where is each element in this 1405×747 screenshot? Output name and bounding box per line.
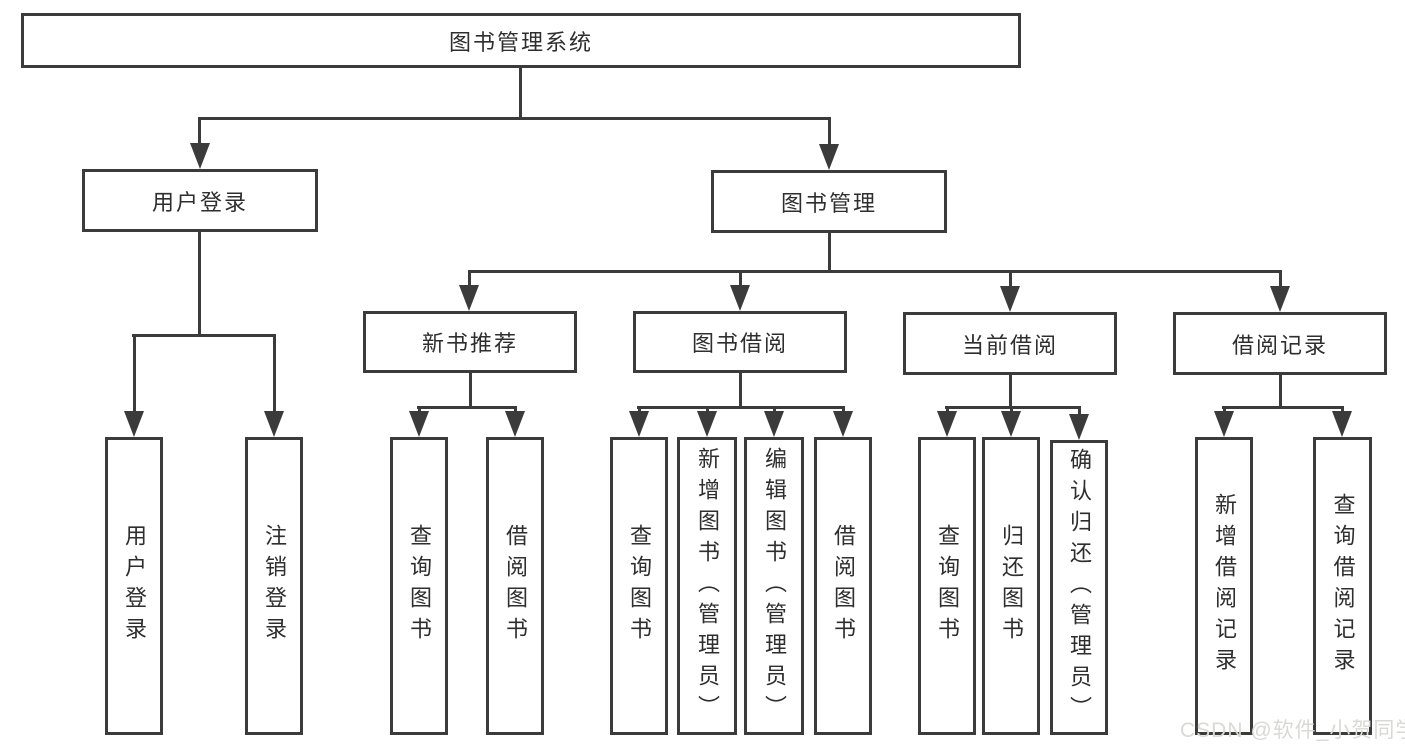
leaf-borrow-books-recommend: 借阅图书 — [486, 437, 544, 735]
arrow-down-icon — [1332, 411, 1352, 437]
leaf-logout: 注销登录 — [245, 437, 303, 735]
node-label: 用户登录 — [151, 189, 248, 215]
leaf-label: 借阅图书 — [831, 524, 856, 648]
leaf-add-books-admin: 新增图书（管理员） — [677, 437, 737, 735]
connector-line — [706, 406, 709, 414]
leaf-edit-books-admin: 编辑图书（管理员） — [744, 437, 804, 735]
connector-line — [198, 117, 831, 120]
connector-line — [739, 270, 742, 288]
connector-line — [1010, 406, 1013, 414]
leaf-label: 查询图书 — [935, 524, 960, 648]
node-label: 新书推荐 — [421, 331, 518, 356]
connector-line — [1009, 375, 1012, 409]
connector-line — [468, 270, 1282, 273]
arrow-down-icon — [459, 285, 479, 311]
connector-line — [1222, 406, 1344, 409]
connector-line — [946, 406, 949, 414]
connector-line — [842, 406, 845, 414]
leaf-query-books-recommend: 查询图书 — [390, 437, 448, 735]
leaf-borrow-books: 借阅图书 — [814, 437, 872, 735]
arrow-down-icon — [264, 411, 284, 437]
leaf-label: 确认归还（管理员） — [1067, 448, 1092, 727]
arrow-down-icon — [730, 285, 750, 311]
leaf-confirm-return-admin: 确认归还（管理员） — [1050, 440, 1108, 735]
connector-line — [468, 270, 471, 288]
connector-line — [773, 406, 776, 414]
arrow-down-icon — [1069, 414, 1089, 440]
connector-line — [514, 406, 517, 414]
leaf-user-login: 用户登录 — [105, 437, 163, 735]
arrow-down-icon — [1214, 411, 1234, 437]
connector-line — [417, 406, 517, 409]
arrow-down-icon — [629, 411, 649, 437]
node-current-borrowing: 当前借阅 — [903, 312, 1117, 375]
leaf-label: 查询图书 — [627, 524, 652, 648]
connector-line — [828, 233, 831, 273]
leaf-return-books: 归还图书 — [982, 437, 1040, 735]
arrow-down-icon — [1001, 411, 1021, 437]
connector-line — [469, 373, 472, 409]
node-new-book-recommend: 新书推荐 — [363, 311, 577, 373]
arrow-down-icon — [819, 144, 839, 170]
node-label: 借阅记录 — [1231, 332, 1328, 358]
arrow-down-icon — [1000, 286, 1020, 312]
leaf-label: 查询图书 — [407, 524, 432, 648]
node-book-borrowing: 图书借阅 — [633, 311, 847, 373]
connector-line — [637, 406, 845, 409]
node-label: 图书管理系统 — [448, 29, 593, 55]
leaf-query-books-borrow: 查询图书 — [610, 437, 668, 735]
arrow-down-icon — [937, 411, 957, 437]
connector-line — [273, 334, 276, 414]
node-borrowing-records: 借阅记录 — [1173, 312, 1387, 375]
connector-line — [739, 373, 742, 409]
node-user-login: 用户登录 — [82, 169, 318, 232]
arrow-down-icon — [190, 143, 210, 169]
leaf-label: 借阅图书 — [503, 524, 528, 648]
node-label: 图书管理 — [780, 190, 877, 216]
connector-line — [828, 117, 831, 147]
arrow-down-icon — [697, 411, 717, 437]
node-label: 当前借阅 — [961, 332, 1058, 358]
leaf-label: 新增图书（管理员） — [695, 446, 720, 726]
connector-line — [418, 406, 421, 414]
node-label: 图书借阅 — [691, 331, 788, 356]
leaf-query-borrow-record: 查询借阅记录 — [1313, 437, 1372, 735]
leaf-label: 用户登录 — [122, 524, 147, 648]
connector-line — [132, 334, 276, 337]
arrow-down-icon — [409, 411, 429, 437]
connector-line — [1279, 375, 1282, 409]
leaf-label: 新增借阅记录 — [1212, 493, 1237, 679]
arrow-down-icon — [833, 411, 853, 437]
arrow-down-icon — [124, 411, 144, 437]
connector-line — [945, 406, 1081, 409]
connector-line — [1078, 406, 1081, 417]
csdn-watermark: CSDN @软件_小贺同学 — [1180, 719, 1405, 742]
node-book-management: 图书管理 — [711, 170, 947, 233]
connector-line — [1341, 406, 1344, 414]
connector-line — [1279, 270, 1282, 288]
arrow-down-icon — [505, 411, 525, 437]
connector-line — [519, 68, 522, 120]
leaf-label: 查询借阅记录 — [1330, 493, 1356, 679]
leaf-label: 注销登录 — [262, 524, 287, 648]
connector-line — [638, 406, 641, 414]
connector-line — [198, 117, 201, 147]
node-root: 图书管理系统 — [21, 13, 1021, 68]
leaf-label: 编辑图书（管理员） — [762, 446, 787, 726]
connector-line — [1223, 406, 1226, 414]
arrow-down-icon — [1270, 286, 1290, 312]
leaf-label: 归还图书 — [999, 524, 1024, 648]
arrow-down-icon — [764, 411, 784, 437]
leaf-query-books-current: 查询图书 — [918, 437, 976, 735]
connector-line — [198, 232, 201, 337]
leaf-add-borrow-record: 新增借阅记录 — [1195, 437, 1253, 735]
connector-line — [1009, 270, 1012, 288]
connector-line — [133, 334, 136, 414]
